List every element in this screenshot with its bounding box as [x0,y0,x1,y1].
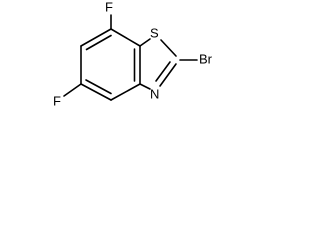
molecule-diagram: F F S N Br [53,0,213,108]
atom-sulfur: S [150,25,159,40]
bond-c4-c5-inner [85,79,112,95]
bond-c2-n [159,63,177,87]
atom-bromine: Br [199,51,213,66]
bond-n-c3a [139,83,151,90]
structure-canvas: F F S N Br [0,0,224,138]
bond-c2-n-inner [155,61,171,82]
atom-nitrogen: N [150,86,159,101]
bond-c7-c7a [110,28,141,47]
bond-s-c2 [160,39,177,57]
atom-fluorine-left: F [53,93,61,108]
bond-c6-c7 [80,28,112,47]
bond-c7a-s [139,38,151,47]
bond-c3a-c4 [110,83,141,101]
bond-c6-c7-inner [85,34,112,51]
bond-c5-f [63,83,82,97]
atom-fluorine-top: F [105,0,113,14]
bond-c4-c5 [80,83,112,101]
